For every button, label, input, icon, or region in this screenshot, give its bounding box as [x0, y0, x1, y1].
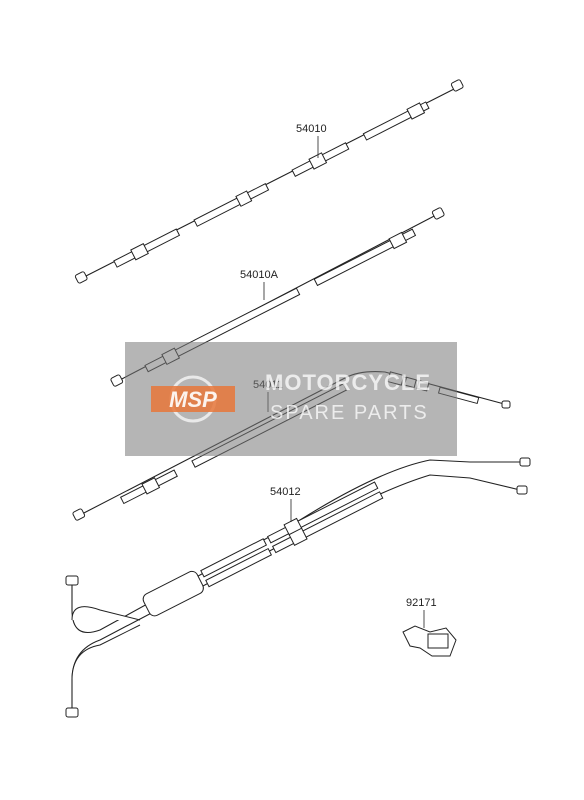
label-92171: 92171	[406, 597, 437, 609]
label-54012: 54012	[270, 486, 301, 498]
label-54010a: 54010A	[240, 269, 279, 281]
watermark-overlay: MSP MOTORCYCLE SPARE PARTS	[125, 342, 457, 456]
msp-logo-icon: MSP	[151, 375, 235, 423]
msp-logo-text: MSP	[169, 387, 217, 412]
cable-54010[interactable]	[74, 79, 464, 284]
clamp-92171[interactable]	[402, 625, 457, 657]
label-54010: 54010	[296, 123, 327, 135]
cable-assembly-54012[interactable]	[65, 457, 531, 718]
watermark-line2: SPARE PARTS	[270, 402, 429, 424]
watermark-line1: MOTORCYCLE	[265, 370, 432, 395]
